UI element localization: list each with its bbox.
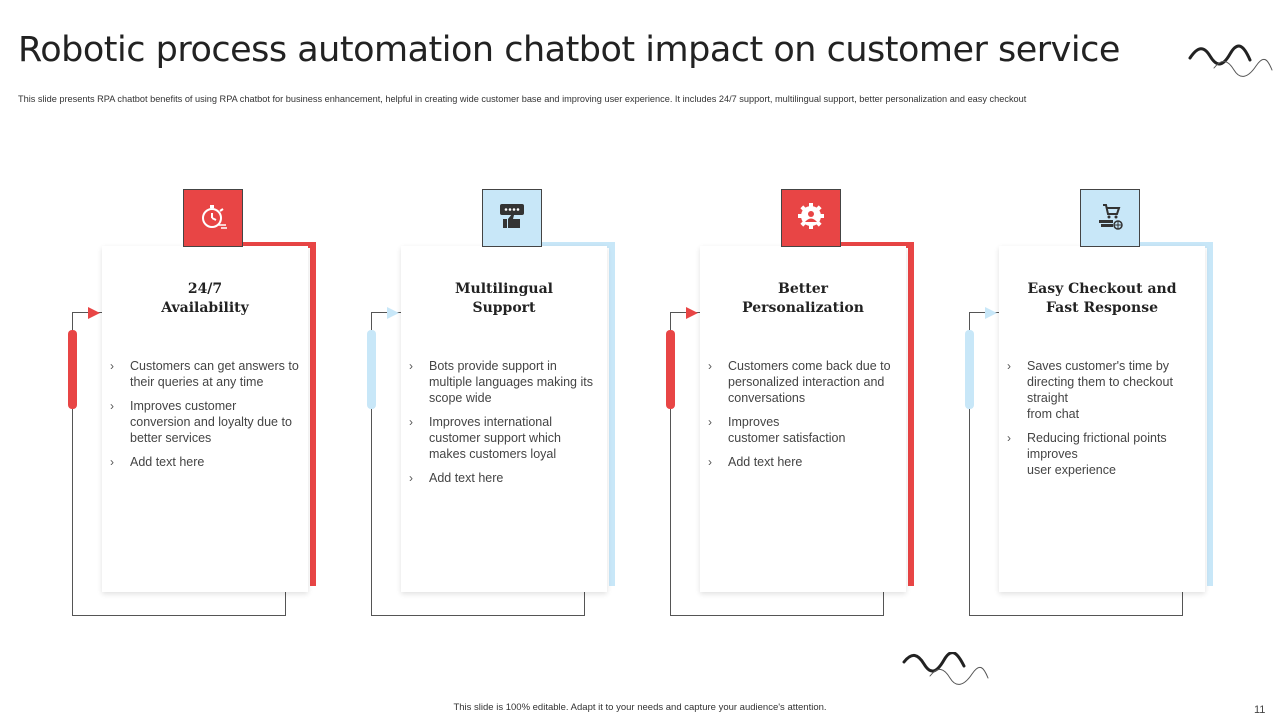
chevron-right-icon: › bbox=[110, 455, 114, 469]
bullet-item: › Reducing frictional points improves use… bbox=[1007, 430, 1197, 478]
card-bullet-list: › Customers come back due to personalized… bbox=[708, 358, 898, 478]
card-accent-top bbox=[840, 242, 914, 248]
card-bullet-list: › Bots provide support in multiple langua… bbox=[409, 358, 599, 494]
bullet-text: Add text here bbox=[429, 471, 504, 485]
stopwatch-icon bbox=[198, 201, 228, 236]
feature-card: 24/7 Availability › Customers can get answ… bbox=[0, 0, 316, 720]
card-panel bbox=[999, 246, 1205, 592]
card-icon-box bbox=[183, 189, 243, 247]
card-bullet-list: › Customers can get answers to their quer… bbox=[110, 358, 300, 478]
slide-subtitle: This slide presents RPA chatbot benefits… bbox=[18, 94, 1027, 104]
card-accent-top bbox=[1139, 242, 1213, 248]
pointer-arrow-icon bbox=[387, 307, 399, 319]
card-accent-right bbox=[609, 242, 615, 586]
chat-thumbs-up-icon bbox=[497, 201, 527, 236]
feature-card: Multilingual Support › Bots provide suppor… bbox=[299, 0, 615, 720]
card-bullet-list: › Saves customer's time by directing them… bbox=[1007, 358, 1197, 486]
bullet-item: › Add text here bbox=[110, 454, 300, 470]
pointer-arrow-icon bbox=[686, 307, 698, 319]
card-side-bar bbox=[666, 330, 675, 409]
bullet-item: › Add text here bbox=[409, 470, 599, 486]
bullet-text: Reducing frictional points improves user… bbox=[1027, 431, 1167, 477]
page-number: 11 bbox=[1254, 704, 1266, 716]
pointer-arrow-icon bbox=[88, 307, 100, 319]
card-title: Better Personalization bbox=[742, 281, 864, 316]
chevron-right-icon: › bbox=[110, 359, 114, 373]
feature-card: Better Personalization › Customers come ba… bbox=[598, 0, 914, 720]
card-side-bar bbox=[965, 330, 974, 409]
bullet-text: Add text here bbox=[130, 455, 205, 469]
bullet-text: Improves customer conversion and loyalty… bbox=[130, 399, 292, 445]
pointer-arrow-icon bbox=[985, 307, 997, 319]
bullet-item: › Bots provide support in multiple langua… bbox=[409, 358, 599, 406]
bullet-item: › Customers can get answers to their quer… bbox=[110, 358, 300, 390]
bullet-item: › Customers come back due to personalized… bbox=[708, 358, 898, 406]
footer-note: This slide is 100% editable. Adapt it to… bbox=[453, 702, 827, 713]
bullet-item: › Saves customer's time by directing them… bbox=[1007, 358, 1197, 422]
bullet-item: › Improves customer satisfaction bbox=[708, 414, 898, 446]
bullet-item: › Improves international customer support… bbox=[409, 414, 599, 462]
card-accent-right bbox=[310, 242, 316, 586]
user-gear-icon bbox=[796, 201, 826, 236]
card-side-bar bbox=[68, 330, 77, 409]
slide-title: Robotic process automation chatbot impac… bbox=[18, 30, 1120, 70]
bullet-text: Improves customer satisfaction bbox=[728, 415, 846, 445]
bullet-text: Customers come back due to personalized … bbox=[728, 359, 891, 405]
card-icon-box bbox=[781, 189, 841, 247]
chevron-right-icon: › bbox=[708, 415, 712, 429]
card-accent-right bbox=[1207, 242, 1213, 586]
chevron-right-icon: › bbox=[708, 359, 712, 373]
chevron-right-icon: › bbox=[110, 399, 114, 413]
chevron-right-icon: › bbox=[1007, 431, 1011, 445]
bullet-text: Improves international customer support … bbox=[429, 415, 562, 461]
bullet-text: Add text here bbox=[728, 455, 803, 469]
chevron-right-icon: › bbox=[409, 359, 413, 373]
bullet-text: Saves customer's time by directing them … bbox=[1027, 359, 1173, 421]
card-title: Easy Checkout and Fast Response bbox=[1027, 281, 1177, 316]
card-panel bbox=[700, 246, 906, 592]
chevron-right-icon: › bbox=[708, 455, 712, 469]
bullet-text: Customers can get answers to their queri… bbox=[130, 359, 299, 389]
card-accent-right bbox=[908, 242, 914, 586]
bullet-item: › Improves customer conversion and loyalt… bbox=[110, 398, 300, 446]
card-panel bbox=[102, 246, 308, 592]
bullet-text: Bots provide support in multiple languag… bbox=[429, 359, 593, 405]
card-title: 24/7 Availability bbox=[161, 281, 249, 316]
chevron-right-icon: › bbox=[1007, 359, 1011, 373]
chevron-right-icon: › bbox=[409, 471, 413, 485]
cart-globe-icon bbox=[1095, 201, 1125, 236]
chevron-right-icon: › bbox=[409, 415, 413, 429]
card-panel bbox=[401, 246, 607, 592]
card-icon-box bbox=[1080, 189, 1140, 247]
wave-decoration-icon bbox=[1188, 44, 1273, 77]
bullet-item: › Add text here bbox=[708, 454, 898, 470]
feature-card: Easy Checkout and Fast Response › Saves cu… bbox=[897, 0, 1213, 720]
card-accent-top bbox=[541, 242, 615, 248]
card-side-bar bbox=[367, 330, 376, 409]
card-title: Multilingual Support bbox=[455, 281, 553, 316]
card-icon-box bbox=[482, 189, 542, 247]
card-accent-top bbox=[242, 242, 316, 248]
wave-decoration-icon bbox=[902, 652, 989, 685]
